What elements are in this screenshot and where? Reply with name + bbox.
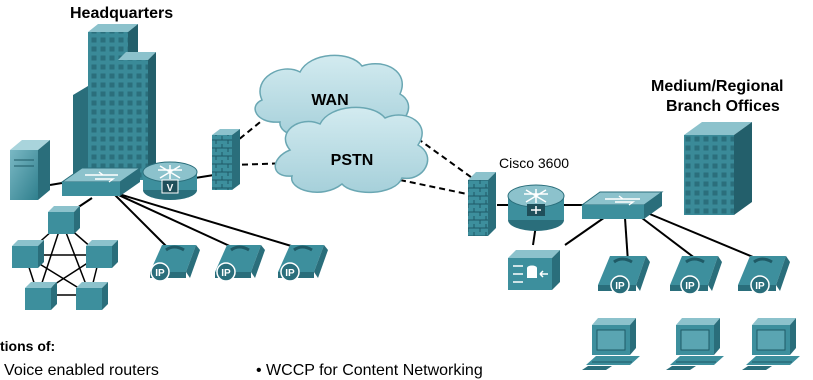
dashed-links — [231, 109, 476, 196]
hq-switch-icon — [60, 167, 142, 196]
branch-building-icon — [684, 122, 752, 215]
caption-bullet-1: • Voice enabled routers — [0, 362, 159, 380]
branch-pc-1 — [582, 318, 640, 370]
headquarters-label: Headquarters — [70, 5, 174, 22]
branch-switch-icon — [580, 191, 664, 219]
dash-wan-branch — [384, 114, 476, 181]
link-branch-switch-phone-2 — [624, 217, 629, 263]
caption-heading: tions of: — [0, 338, 56, 354]
link-branch-switch-phone-4 — [644, 211, 766, 263]
link-switch-phone-1 — [111, 191, 169, 249]
link-switch-phone-2 — [111, 191, 235, 249]
ip-badge-label: IP — [615, 281, 625, 292]
ip-badges-hq — [150, 262, 300, 282]
cisco-3600-label: Cisco 3600 — [499, 155, 569, 171]
mesh-network — [12, 206, 118, 310]
branch-firewall-icon — [468, 172, 496, 236]
ip-badge-label: IP — [221, 268, 231, 279]
pstn-label: PSTN — [331, 152, 374, 169]
branch-pc-2 — [666, 318, 724, 370]
dash-pstn-branch — [399, 179, 473, 196]
bullet-dot: • — [256, 362, 267, 379]
caption-bullet-text: WCCP for Content Networking — [266, 362, 483, 379]
ip-badge-label: IP — [155, 268, 165, 279]
caption-bullet-text: Voice enabled routers — [4, 362, 159, 379]
mesh-node-left — [12, 240, 44, 268]
pstn-cloud — [274, 106, 429, 194]
ip-badges-branch — [610, 275, 770, 295]
ip-badge-label: IP — [685, 281, 695, 292]
branch-label-line1: Medium/Regional — [651, 78, 784, 95]
link-branch-switch-phone-1 — [564, 214, 609, 246]
link-switch-phone-3 — [111, 191, 299, 249]
mesh-node-right — [86, 240, 118, 268]
connections — [49, 174, 766, 263]
mesh-node-bottom-left — [25, 282, 57, 310]
voice-router-icon — [142, 161, 198, 200]
wan-label: WAN — [311, 92, 348, 109]
mesh-node-top — [48, 206, 80, 234]
ip-badge-label: IP — [285, 268, 295, 279]
branch-label-line2: Branch Offices — [666, 98, 780, 115]
branch-pc-3 — [742, 318, 800, 370]
cisco-3600-router-icon — [507, 184, 565, 231]
caption-bullet-2: • WCCP for Content Networking — [256, 362, 483, 380]
headquarters-building-icon — [73, 24, 156, 185]
hq-firewall-icon — [212, 129, 240, 190]
content-engine-icon — [508, 250, 560, 290]
voice-badge: V — [167, 183, 174, 194]
link-branch-switch-phone-3 — [637, 214, 701, 263]
mesh-node-bottom-right — [76, 282, 108, 310]
ip-badge-label: IP — [755, 281, 765, 292]
link-router-firewall — [194, 174, 215, 179]
server-icon — [10, 140, 50, 200]
